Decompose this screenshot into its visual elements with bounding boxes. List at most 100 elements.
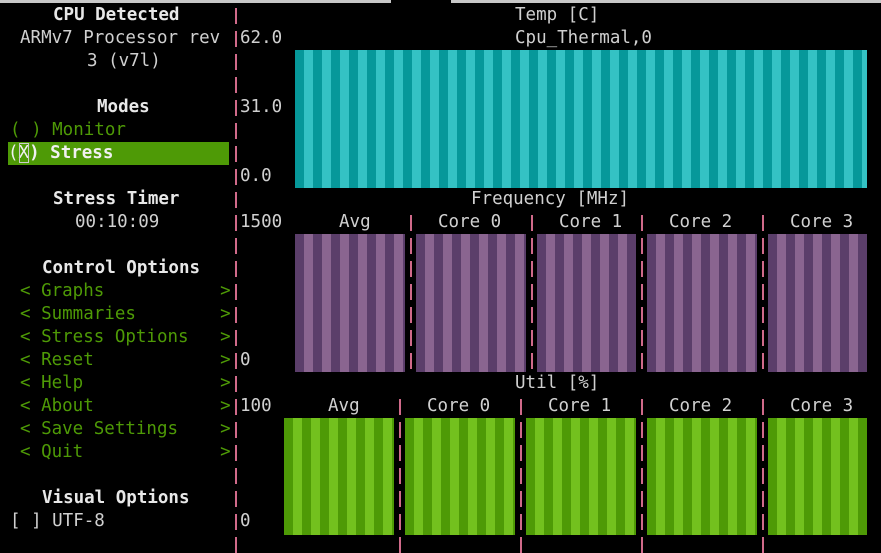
menu-item-help[interactable]: < Help >	[20, 373, 231, 393]
temp-series-label: Cpu_Thermal,0	[515, 28, 652, 48]
freq-column-separator	[531, 215, 533, 231]
util-column-separator	[399, 537, 401, 553]
sidebar-separator-segment	[235, 399, 237, 415]
freq-column-separator	[641, 330, 643, 346]
menu-item-about[interactable]: < About >	[20, 396, 231, 416]
temp-y-top: 62.0	[240, 28, 283, 48]
freq-column-separator	[762, 353, 764, 369]
freq-column-separator	[531, 284, 533, 300]
sidebar-separator-segment	[235, 468, 237, 484]
mode-stress-check: X	[18, 143, 30, 163]
util-graph-title: Util [%]	[515, 373, 600, 393]
sidebar-separator-segment	[235, 330, 237, 346]
temp-y-bottom: 0.0	[240, 166, 272, 186]
util-col-core2: Core 2	[669, 396, 733, 416]
freq-col-core0: Core 0	[438, 212, 502, 232]
util-col-core0: Core 0	[427, 396, 491, 416]
menu-item-save-settings[interactable]: < Save Settings >	[20, 419, 231, 439]
mode-monitor-radio[interactable]: ( ) Monitor	[10, 120, 126, 140]
sidebar-separator-segment	[235, 491, 237, 507]
freq-column-separator	[531, 261, 533, 277]
util-column-separator	[641, 537, 643, 553]
sidebar-separator-segment	[235, 192, 237, 208]
cpu-heading: CPU Detected	[53, 5, 180, 25]
cpu-model-line1: ARMv7 Processor rev	[20, 28, 221, 48]
freq-bar-core2	[647, 234, 757, 372]
freq-bar-core0	[416, 234, 526, 372]
util-column-separator	[399, 514, 401, 530]
menu-item-reset[interactable]: < Reset >	[20, 350, 231, 370]
menu-item-quit[interactable]: < Quit >	[20, 442, 231, 462]
util-column-separator	[399, 468, 401, 484]
menu-item-graphs[interactable]: < Graphs >	[20, 281, 231, 301]
freq-column-separator	[641, 261, 643, 277]
util-column-separator	[641, 514, 643, 530]
util-column-separator	[520, 514, 522, 530]
frequency-graph-title: Frequency [MHz]	[471, 189, 630, 209]
util-column-separator	[762, 399, 764, 415]
sidebar-separator-segment	[235, 284, 237, 300]
sidebar-separator-segment	[235, 537, 237, 553]
freq-column-separator	[762, 307, 764, 323]
freq-column-separator	[641, 238, 643, 254]
sidebar-separator-segment	[235, 261, 237, 277]
visual-options-heading: Visual Options	[42, 488, 190, 508]
freq-column-separator	[641, 284, 643, 300]
freq-column-separator	[762, 284, 764, 300]
util-column-separator	[641, 399, 643, 415]
utf8-checkbox[interactable]: [ ] UTF-8	[10, 511, 105, 531]
util-column-separator	[762, 514, 764, 530]
util-column-separator	[520, 468, 522, 484]
util-y-bottom: 0	[240, 511, 251, 531]
util-column-separator	[399, 491, 401, 507]
util-column-separator	[399, 422, 401, 438]
freq-column-separator	[641, 353, 643, 369]
window-top-border	[0, 0, 881, 3]
modes-heading: Modes	[97, 97, 150, 117]
freq-column-separator	[641, 307, 643, 323]
control-options-heading: Control Options	[42, 258, 201, 278]
sidebar-separator-segment	[235, 307, 237, 323]
temp-y-mid: 31.0	[240, 97, 283, 117]
menu-item-stress-options[interactable]: < Stress Options >	[20, 327, 231, 347]
util-column-separator	[399, 445, 401, 461]
util-column-separator	[399, 399, 401, 415]
frequency-y-bottom: 0	[240, 350, 251, 370]
util-column-separator	[520, 422, 522, 438]
util-column-separator	[520, 537, 522, 553]
util-bar-core0	[405, 418, 515, 535]
util-column-separator	[641, 491, 643, 507]
util-column-separator	[641, 422, 643, 438]
freq-col-core3: Core 3	[790, 212, 854, 232]
sidebar-separator-segment	[235, 169, 237, 185]
sidebar-separator-segment	[235, 445, 237, 461]
freq-column-separator	[531, 353, 533, 369]
freq-column-separator	[762, 215, 764, 231]
freq-column-separator	[531, 330, 533, 346]
cpu-model-line2: 3 (v7l)	[87, 51, 161, 71]
mode-stress-radio[interactable]: (X) Stress	[8, 142, 229, 165]
sidebar-separator-segment	[235, 77, 237, 93]
util-col-avg: Avg	[328, 396, 360, 416]
freq-column-separator	[410, 238, 412, 254]
freq-col-avg: Avg	[339, 212, 371, 232]
sidebar-separator-segment	[235, 215, 237, 231]
util-column-separator	[520, 445, 522, 461]
freq-column-separator	[762, 330, 764, 346]
util-col-core1: Core 1	[548, 396, 612, 416]
util-column-separator	[762, 537, 764, 553]
freq-col-core1: Core 1	[559, 212, 623, 232]
util-column-separator	[641, 468, 643, 484]
sidebar-separator-segment	[235, 353, 237, 369]
sidebar-separator-segment	[235, 514, 237, 530]
freq-column-separator	[531, 238, 533, 254]
sidebar-separator-segment	[235, 238, 237, 254]
util-y-top: 100	[240, 396, 272, 416]
menu-item-summaries[interactable]: < Summaries >	[20, 304, 231, 324]
util-bar-core3	[768, 418, 867, 535]
frequency-y-top: 1500	[240, 212, 283, 232]
freq-column-separator	[531, 307, 533, 323]
freq-column-separator	[410, 353, 412, 369]
sidebar-separator-segment	[235, 376, 237, 392]
sidebar-separator-segment	[235, 100, 237, 116]
